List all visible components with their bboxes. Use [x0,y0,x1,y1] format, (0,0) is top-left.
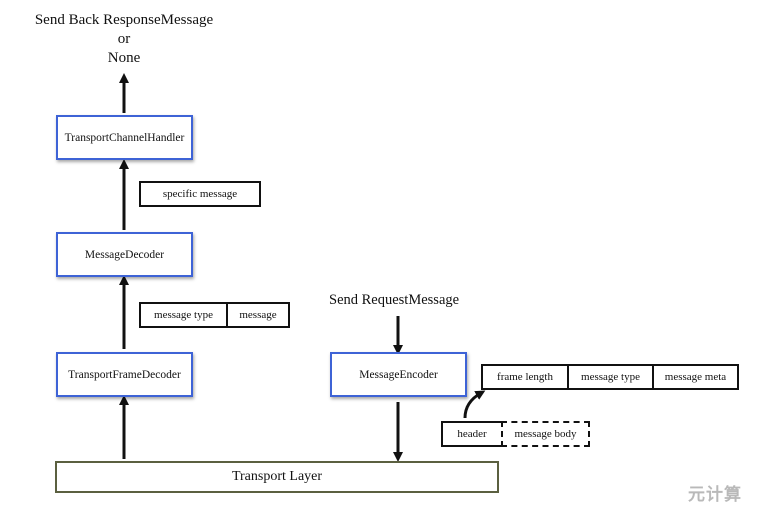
transport-channel-handler-label: TransportChannelHandler [64,131,185,144]
header-cell: header [441,421,503,447]
send-request-label: Send RequestMessage [329,292,460,308]
message-decoder-box: MessageDecoder [56,232,193,277]
message-cell: message [226,302,290,328]
message-decoder-label: MessageDecoder [84,248,165,261]
response-label-line3: None [107,50,141,66]
specific-message-cell: specific message [139,181,261,207]
response-label-line1: Send Back ResponseMessage [34,12,214,28]
transport-channel-handler-box: TransportChannelHandler [56,115,193,160]
encoded-output-packet: header message body [441,421,590,447]
specific-message-packet: specific message [139,181,261,207]
decoder-input-packet: message type message [139,302,290,328]
message-encoder-label: MessageEncoder [359,368,438,381]
frame-length-cell: frame length [481,364,569,390]
transport-layer-box: Transport Layer [55,461,499,493]
message-encoder-box: MessageEncoder [330,352,467,397]
transport-frame-decoder-box: TransportFrameDecoder [56,352,193,397]
message-meta-cell: message meta [652,364,739,390]
transport-frame-decoder-label: TransportFrameDecoder [68,368,181,381]
message-type-cell: message type [139,302,228,328]
arrow-header-to-frame [463,390,486,419]
response-label-line2: or [117,31,131,47]
watermark-logo: 元计算 [688,485,742,505]
encoded-frame-packet: frame length message type message meta [481,364,739,390]
frame-message-type-cell: message type [567,364,654,390]
transport-layer-label: Transport Layer [231,469,323,484]
message-body-cell: message body [501,421,590,447]
